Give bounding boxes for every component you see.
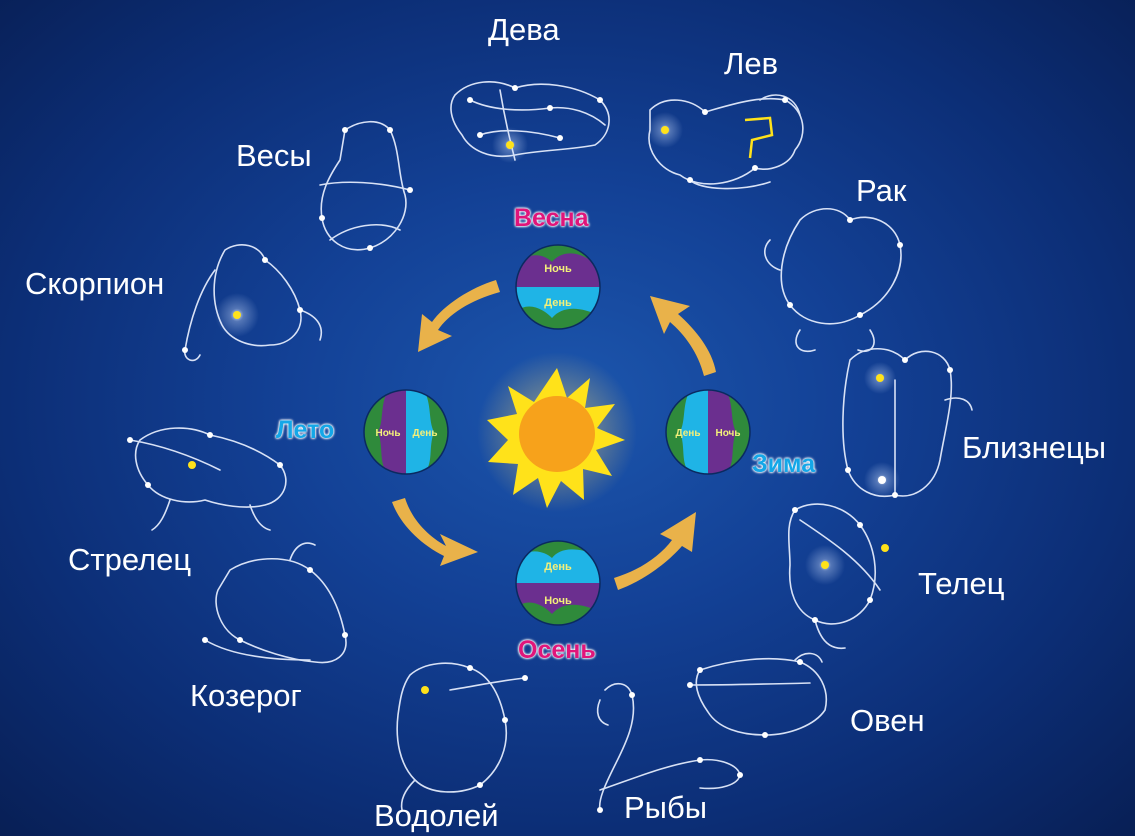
aries-constellation-art <box>690 653 826 735</box>
label-scorpio: Скорпион <box>25 268 164 299</box>
arrow-spring-to-summer <box>418 280 500 352</box>
arrow-autumn-to-winter <box>614 512 696 590</box>
label-taurus: Телец <box>918 568 1005 599</box>
virgo-constellation-art <box>451 82 609 160</box>
label-leo: Лев <box>724 48 778 79</box>
label-libra: Весы <box>236 140 312 171</box>
earth-spring <box>516 245 600 329</box>
aquarius-constellation-art <box>397 663 525 810</box>
earth-autumn-day-label: День <box>544 561 572 573</box>
earth-winter-night-label: Ночь <box>715 428 740 439</box>
season-autumn-label: Осень <box>518 638 596 663</box>
label-virgo: Дева <box>488 14 560 45</box>
capricorn-constellation-art <box>205 543 346 662</box>
label-aries: Овен <box>850 705 925 736</box>
earth-winter-day-label: День <box>676 428 701 439</box>
label-aquarius: Водолей <box>374 800 499 831</box>
label-cancer: Рак <box>856 175 906 206</box>
label-capricorn: Козерог <box>190 680 302 711</box>
label-pisces: Рыбы <box>624 792 707 823</box>
earth-spring-day-label: День <box>544 297 572 309</box>
label-gemini: Близнецы <box>962 432 1106 463</box>
earth-spring-night-label: Ночь <box>544 263 572 275</box>
season-winter-label: Зима <box>752 452 815 477</box>
label-sagittarius: Стрелец <box>68 544 191 575</box>
earth-autumn-night-label: Ночь <box>544 595 572 607</box>
arrow-summer-to-autumn <box>392 498 478 566</box>
earth-summer-day-label: День <box>413 428 438 439</box>
cancer-constellation-art <box>765 209 901 352</box>
sun-icon <box>477 352 637 512</box>
season-spring-label: Весна <box>514 206 589 231</box>
earth-summer-night-label: Ночь <box>375 428 400 439</box>
sagittarius-constellation-art <box>130 428 286 530</box>
libra-constellation-art <box>320 122 410 250</box>
earth-autumn <box>516 541 600 625</box>
arrow-winter-to-spring <box>650 296 716 376</box>
season-summer-label: Лето <box>276 418 334 443</box>
